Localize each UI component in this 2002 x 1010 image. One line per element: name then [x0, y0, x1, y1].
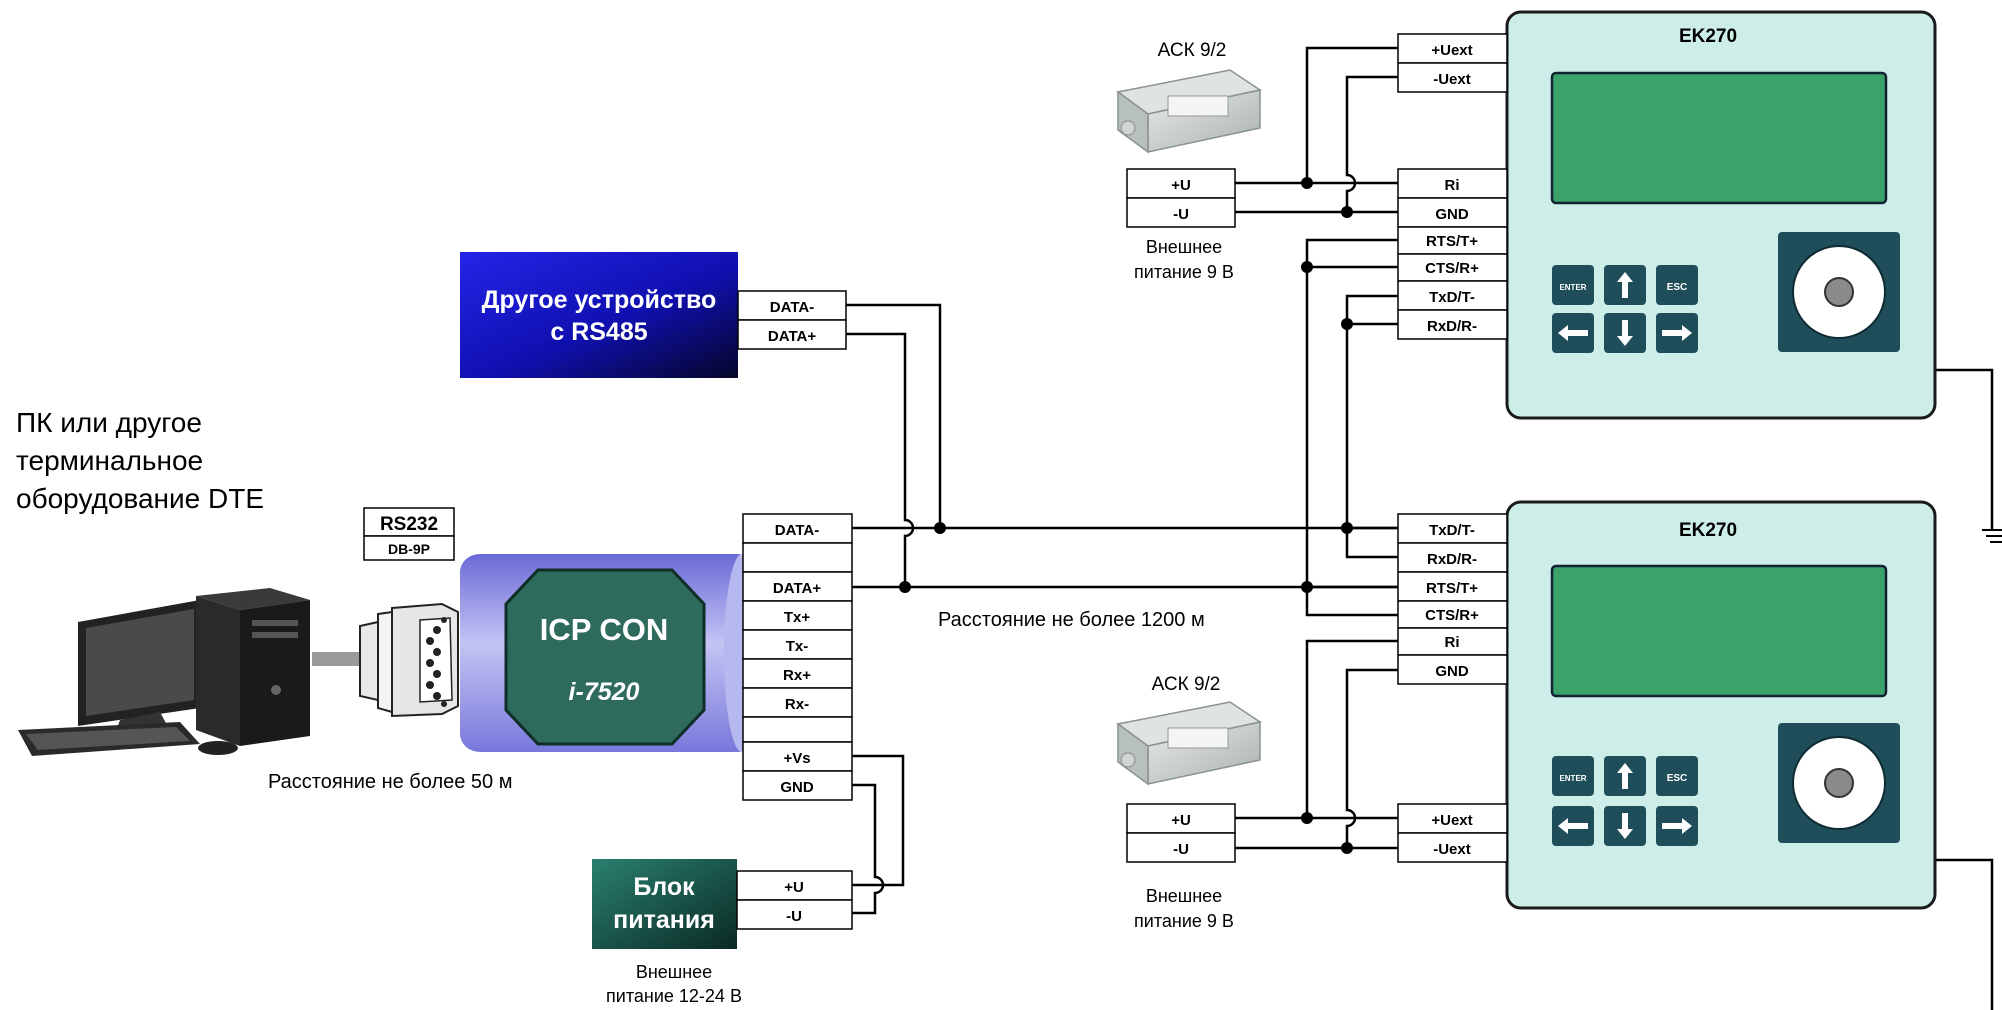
converter-terminal: DATA+ [773, 580, 821, 597]
ek-top-terminal: Ri [1445, 177, 1460, 194]
ek-bottom-terminal: +Uext [1431, 812, 1472, 829]
ek-bottom-screen [1550, 564, 1888, 698]
esc-key-label: ESC [1667, 773, 1688, 784]
ground-wire-bottom [1935, 858, 1994, 1010]
converter: ICP CON i-7520 [460, 554, 760, 752]
ek-top-keypad: ENTER ESC [1552, 265, 1698, 353]
converter-terminal: GND [780, 779, 814, 796]
device-data-minus-wire [846, 303, 942, 528]
pc-title-line3: оборудование DTE [16, 483, 264, 514]
power-unit: Блок питания +U -U Внешнее питание 12-24… [592, 859, 853, 1006]
ack-bottom-label: АСК 9/2 [1152, 674, 1221, 695]
rs232-label: RS232 [380, 514, 438, 535]
ek-top-title: EK270 [1679, 26, 1737, 47]
ek-bottom-terminal: TxD/T- [1429, 522, 1475, 539]
power-caption-line2: питание 12-24 В [606, 986, 742, 1006]
ground-wire-top [1935, 368, 1994, 530]
ack-bottom-caption1: Внешнее [1146, 886, 1222, 906]
power-unit-terminal: +U [784, 879, 804, 896]
ek-top-terminal: TxD/T- [1429, 289, 1475, 306]
ack-bottom-terminal: +U [1171, 812, 1191, 829]
converter-model: i-7520 [569, 678, 640, 706]
esc-key-label: ESC [1667, 282, 1688, 293]
power-unit-terminal: -U [786, 908, 802, 925]
ek-bottom-terminal: RxD/R- [1427, 551, 1477, 568]
ek-top-dial [1778, 232, 1900, 352]
ek-bottom-dial [1778, 723, 1900, 843]
ek-top-txd [1345, 294, 1398, 528]
gnd-wire [852, 783, 885, 915]
rs485-device-terminal: DATA+ [768, 328, 816, 345]
ack-bottom: АСК 9/2 +U -U Внешнее питание 9 В [1116, 674, 1262, 931]
ack-top-caption2: питание 9 В [1134, 262, 1234, 282]
ek-top-terminal: RxD/R- [1427, 318, 1477, 335]
wires [846, 46, 1994, 1010]
ground-symbol [1982, 529, 2002, 543]
enter-key-label: ENTER [1559, 774, 1586, 783]
vs-wire [852, 754, 905, 887]
ack-top: АСК 9/2 +U -U Внешнее питание 9 В [1116, 40, 1262, 282]
ek-bottom-txd [1345, 526, 1398, 559]
ek270-top: EK270 ENTER ESC [1505, 10, 1937, 420]
rs485-device-terminal: DATA- [770, 299, 814, 316]
ek-bottom-terminal: Ri [1445, 634, 1460, 651]
ek-top-terminal: CTS/R+ [1425, 260, 1479, 277]
rs232-label-box: RS232 DB-9P [363, 507, 455, 561]
ek-bottom-keypad: ENTER ESC [1552, 756, 1698, 846]
ek-top-terminal: RTS/T+ [1426, 233, 1478, 250]
ek-bottom-rts [1305, 585, 1398, 617]
bus-distance: Расстояние не более 1200 м [938, 609, 1205, 631]
converter-terminal: Rx- [785, 696, 809, 713]
ek-bottom-title: EK270 [1679, 520, 1737, 541]
ack-top-caption1: Внешнее [1146, 237, 1222, 257]
converter-terminals: DATA- DATA+ Tx+ Tx- Rx+ Rx- +Vs GND [742, 513, 853, 801]
pc-title-line1: ПК или другое [16, 407, 202, 438]
ack-device-icon [1116, 701, 1262, 786]
converter-terminal: Rx+ [783, 667, 811, 684]
rs485-device-line2: с RS485 [550, 318, 647, 346]
enter-key-label: ENTER [1559, 283, 1586, 292]
pc-distance: Расстояние не более 50 м [268, 771, 512, 793]
power-caption-line1: Внешнее [636, 962, 712, 982]
ek-top-terminal: +Uext [1431, 42, 1472, 59]
pc-title-line2: терминальное [16, 445, 203, 476]
ack-top-terminal: -U [1173, 206, 1189, 223]
ek-top-screen [1550, 71, 1888, 205]
ek-top-terminal: -Uext [1433, 71, 1471, 88]
converter-name: ICP CON [540, 612, 669, 647]
ek-bottom-terminal: -Uext [1433, 841, 1471, 858]
ack-bottom-gnd [1345, 668, 1398, 848]
ek270-bottom: EK270 ENTER ESC [1505, 500, 1937, 910]
ack-top-uext-minus [1345, 75, 1398, 212]
converter-terminal: Tx- [786, 638, 809, 655]
rs485-device-line1: Другое устройство [482, 286, 717, 314]
ek-bottom-terminal: CTS/R+ [1425, 607, 1479, 624]
ek-top-terminal: GND [1435, 206, 1469, 223]
ack-device-icon [1116, 69, 1262, 154]
converter-terminal: DATA- [775, 522, 819, 539]
device-data-plus-wire [846, 332, 915, 587]
pc-computer [18, 588, 360, 756]
ack-top-terminal: +U [1171, 177, 1191, 194]
rs485-device: Другое устройство с RS485 DATA- DATA+ [460, 252, 847, 378]
ek-bottom-terminal: GND [1435, 663, 1469, 680]
power-unit-line1: Блок [633, 873, 695, 901]
ack-top-uext-plus [1305, 46, 1398, 183]
power-unit-line2: питания [613, 906, 715, 934]
db9-connector [359, 602, 459, 718]
ek-top-terminals: +Uext -Uext Ri GND RTS/T+ CTS/R+ TxD/T- … [1397, 33, 1508, 340]
ack-bottom-ri [1305, 639, 1398, 818]
ack-bottom-caption2: питание 9 В [1134, 911, 1234, 931]
ack-bottom-terminal: -U [1173, 841, 1189, 858]
ek-top-rts [1305, 238, 1398, 587]
converter-terminal: +Vs [783, 750, 810, 767]
ek-bottom-terminals: TxD/T- RxD/R- RTS/T+ CTS/R+ Ri GND +Uext… [1397, 513, 1508, 863]
ack-top-label: АСК 9/2 [1158, 40, 1227, 61]
ek-bottom-terminal: RTS/T+ [1426, 580, 1478, 597]
converter-terminal: Tx+ [784, 609, 811, 626]
junction-dots [899, 177, 1353, 854]
db9-label: DB-9P [388, 541, 430, 557]
